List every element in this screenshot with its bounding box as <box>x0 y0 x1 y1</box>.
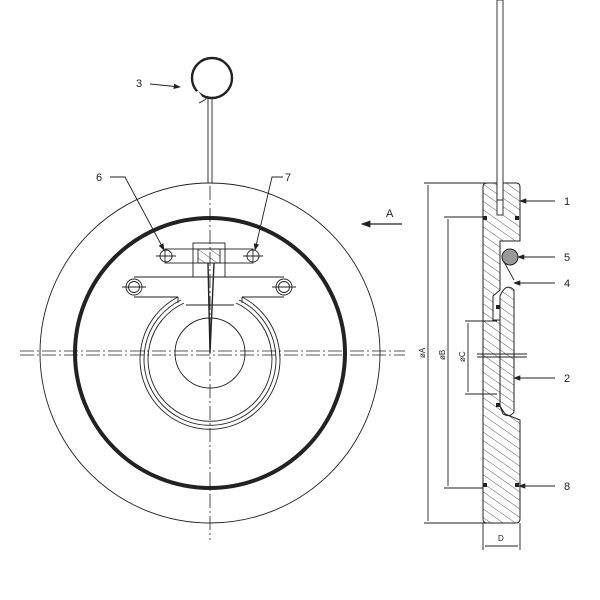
label-part-5: 5 <box>564 252 570 264</box>
disc-outline-mid <box>143 299 277 426</box>
leader-7 <box>253 176 283 251</box>
spring-arm <box>207 262 215 354</box>
seal-squares <box>483 216 519 487</box>
side-section-view: øA øB øC D 1 5 4 2 8 <box>418 0 570 550</box>
disc-outline-inner <box>147 302 273 422</box>
spring-coil <box>197 248 221 264</box>
leader-3 <box>149 83 181 90</box>
leader-6 <box>110 176 165 251</box>
front-view: 3 6 7 A <box>20 56 405 540</box>
disc-section <box>499 286 515 417</box>
stem-side <box>496 0 504 201</box>
dim-label-b: øB <box>438 350 447 360</box>
body-section <box>482 182 521 524</box>
label-part-8: 8 <box>564 481 570 493</box>
label-part-3: 3 <box>136 78 142 90</box>
lifting-ring-gap <box>193 90 207 106</box>
dim-label-a: øA <box>418 347 427 358</box>
dim-label-d: D <box>498 534 504 543</box>
dim-label-c: øC <box>458 351 467 362</box>
lifting-ring-end <box>198 95 209 104</box>
view-arrow-label: A <box>386 208 394 220</box>
label-part-6: 6 <box>96 172 102 184</box>
spring-leg <box>503 261 515 281</box>
label-part-2: 2 <box>564 373 570 385</box>
label-part-1: 1 <box>564 196 570 208</box>
label-part-4: 4 <box>564 278 570 290</box>
label-part-7: 7 <box>285 172 291 184</box>
